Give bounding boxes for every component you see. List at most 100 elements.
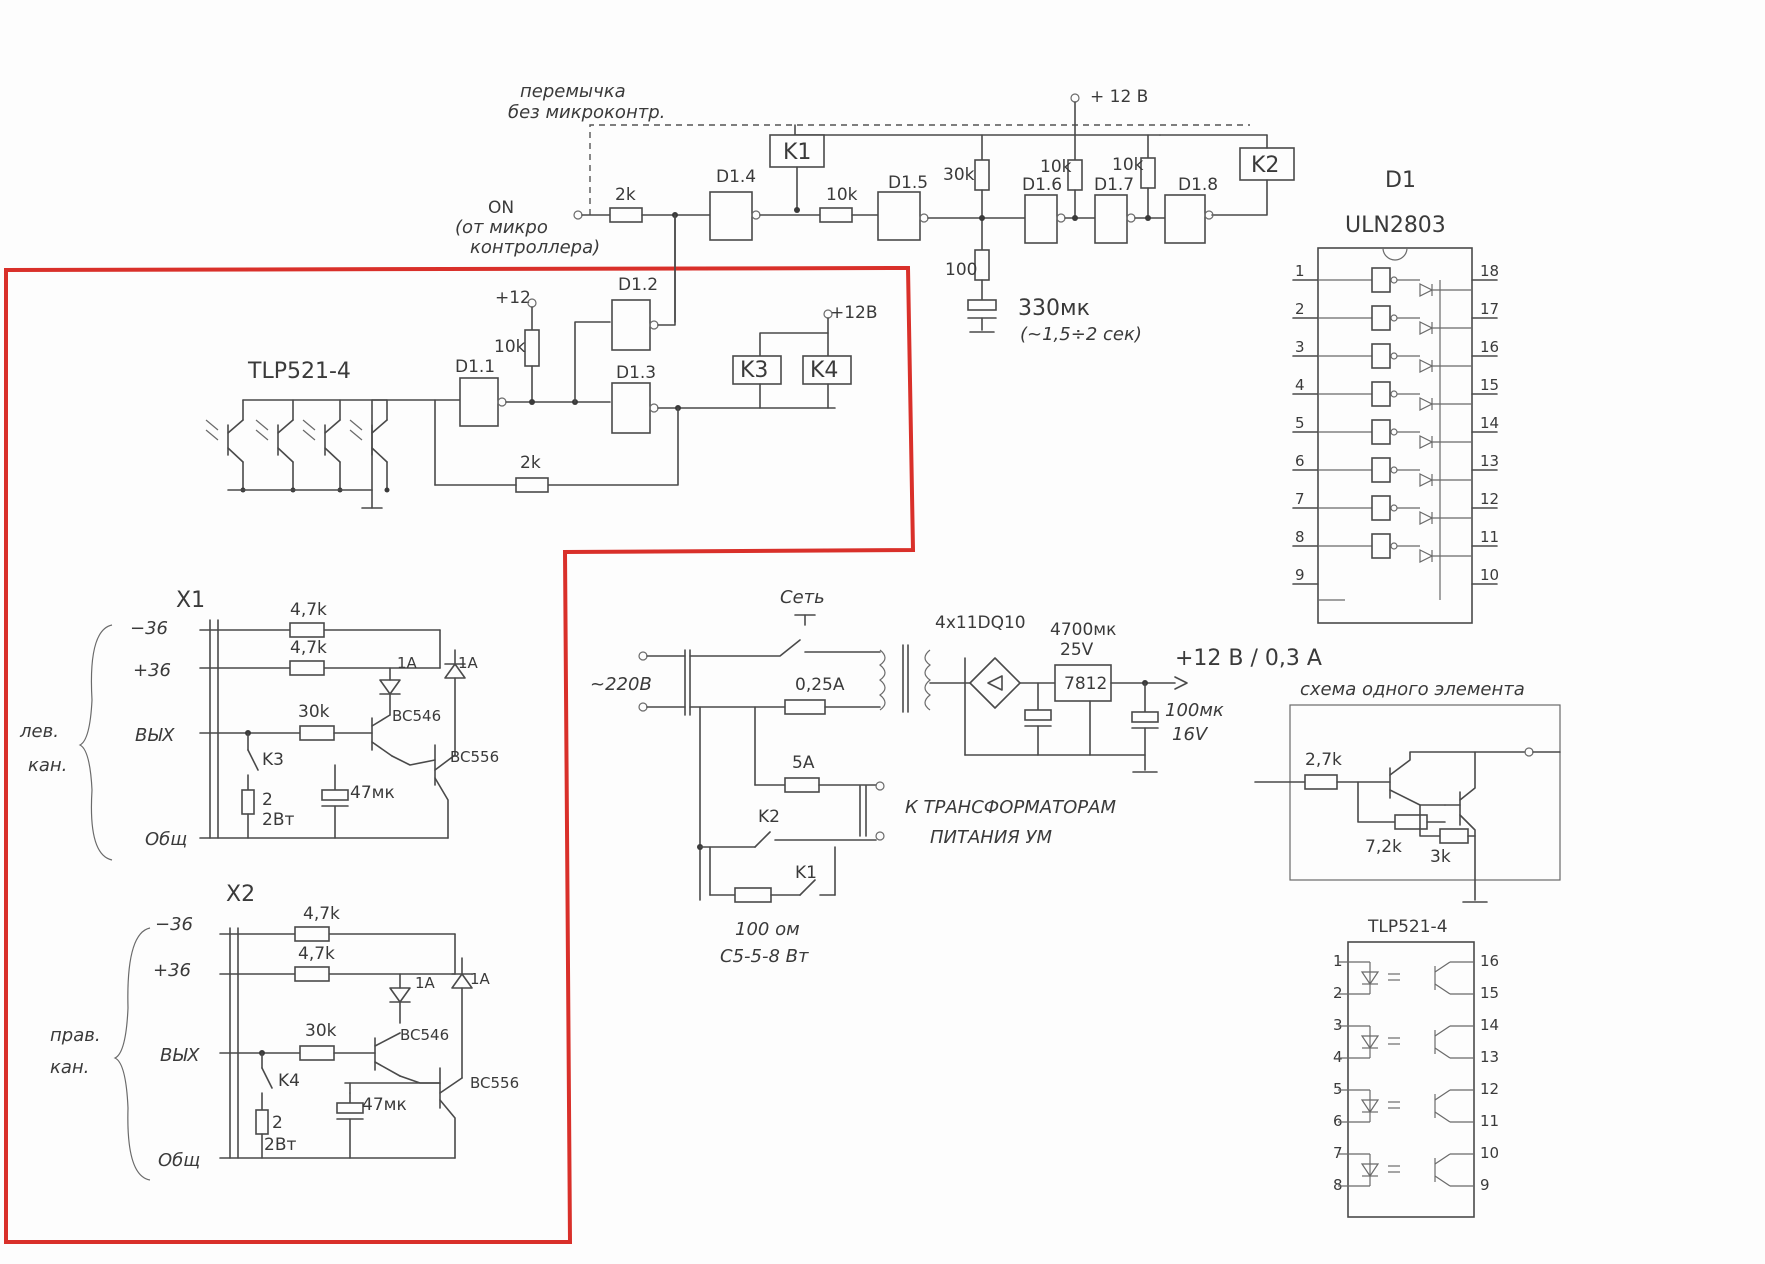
tlp-pin-right: 11 (1480, 1112, 1499, 1130)
tlp-junction (384, 487, 390, 493)
uln-pin-right: 16 (1480, 338, 1499, 356)
c4700-label: 4700мк (1050, 620, 1116, 640)
tlp-led (1360, 1035, 1380, 1050)
right-common: Общ (158, 1150, 200, 1171)
c4700-v: 25V (1060, 640, 1094, 660)
r100-type: С5-5-8 Вт (720, 946, 809, 967)
tlp-pinout-title: TLP521-4 (1367, 917, 1448, 937)
right-t1: BC546 (400, 1026, 449, 1044)
gate-d11: D1.1 (455, 357, 495, 377)
left-r2w: 2Вт (262, 810, 294, 830)
uln-pin-left: 6 (1295, 452, 1305, 470)
fuse-5: 5А (792, 753, 815, 773)
uln-pin-right: 10 (1480, 566, 1499, 584)
diodes-label: 4x11DQ10 (935, 613, 1026, 633)
red-r10k: 10k (494, 337, 526, 357)
uln-pin-left: 2 (1295, 300, 1305, 318)
uln-diode (1419, 435, 1434, 449)
uln-gate (1371, 305, 1391, 331)
v220-label: ~220В (590, 674, 652, 695)
left-side-2: кан. (28, 755, 67, 776)
top-r10k-b: 10k (1040, 157, 1072, 177)
power-k1: K1 (795, 863, 817, 883)
left-minus36: −36 (130, 618, 168, 639)
element-r27: 2,7k (1305, 750, 1342, 770)
to-trans-2: ПИТАНИЯ УМ (930, 827, 1053, 848)
uln-pin-right: 15 (1480, 376, 1499, 394)
element-schematic: схема одного элемента 2,7k 7,2k 3k (1254, 679, 1561, 903)
uln-diode (1419, 473, 1434, 487)
left-connector: X1 (176, 588, 205, 613)
uln-pin-left: 4 (1295, 376, 1305, 394)
top-plus12: + 12 В (1090, 87, 1148, 107)
uln-diode (1419, 549, 1434, 563)
gate-d18: D1.8 (1178, 175, 1218, 195)
right-r47a: 4,7k (303, 904, 340, 924)
top-delay: (~1,5÷2 сек) (1020, 324, 1142, 345)
uln-pin-left: 3 (1295, 338, 1305, 356)
gate-d17: D1.7 (1094, 175, 1134, 195)
input-logic-circuit: TLP521-4 +12 10k D1.1 D1.2 D1.3 2k (205, 214, 878, 509)
tlp-pin-right: 16 (1480, 952, 1499, 970)
top-c330: 330мк (1018, 296, 1090, 321)
right-connector: X2 (226, 882, 255, 907)
left-led1: 1А (397, 654, 418, 672)
delay-chain: перемычка без микроконтр. + 12 В K1 K2 O… (455, 81, 1295, 345)
uln-gate (1371, 533, 1391, 559)
red-r2k: 2k (520, 453, 541, 473)
right-r2: 2 (272, 1113, 283, 1133)
uln-pin-right: 14 (1480, 414, 1499, 432)
uln-pin-left: 8 (1295, 528, 1305, 546)
tlp-pin-right: 15 (1480, 984, 1499, 1002)
jumper-note-1: перемычка (520, 81, 626, 102)
left-common: Общ (145, 829, 187, 850)
right-r30: 30k (305, 1021, 337, 1041)
relay-k4: K4 (810, 358, 838, 383)
left-r30: 30k (298, 702, 330, 722)
top-r100: 100 (945, 260, 977, 280)
power-k2: K2 (758, 807, 780, 827)
uln-pin-left: 7 (1295, 490, 1305, 508)
right-led1: 1А (415, 974, 436, 992)
left-t2: BC556 (450, 748, 499, 766)
uln-gate (1371, 267, 1391, 293)
left-r2: 2 (262, 790, 273, 810)
tlp-pin-left: 6 (1333, 1112, 1343, 1130)
power-supply: Сеть ~220В 0,25А 5А K2 (590, 587, 1322, 967)
left-r47a: 4,7k (290, 600, 327, 620)
on-note-1: (от микро (455, 217, 548, 238)
element-title: схема одного элемента (1300, 679, 1525, 700)
red-plus12-a: +12 (495, 288, 531, 308)
left-plus36: +36 (133, 660, 171, 681)
tlp-label: TLP521-4 (247, 359, 351, 384)
uln-diode (1419, 359, 1434, 373)
uln-pin-left: 5 (1295, 414, 1305, 432)
tlp-pin-left: 8 (1333, 1176, 1343, 1194)
left-out: ВЫХ (135, 725, 175, 746)
to-trans-1: К ТРАНСФОРМАТОРАМ (905, 797, 1116, 818)
left-r47b: 4,7k (290, 638, 327, 658)
uln-diode (1419, 283, 1434, 297)
tlp-pin-right: 13 (1480, 1048, 1499, 1066)
tlp-led (1360, 971, 1380, 986)
red-plus12-b: +12В (830, 303, 878, 323)
r100-label: 100 ом (735, 919, 800, 940)
uln-diode (1419, 321, 1434, 335)
tlp-pin-right: 10 (1480, 1144, 1499, 1162)
element-r72: 7,2k (1365, 837, 1402, 857)
uln-pin-left: 9 (1295, 566, 1305, 584)
right-channel: X2 −36 +36 ВЫХ Общ прав. кан. 4,7k 4,7k … (50, 882, 519, 1181)
fuse-025: 0,25А (795, 675, 845, 695)
uln-pin-left: 1 (1295, 262, 1305, 280)
uln-pin-right: 13 (1480, 452, 1499, 470)
right-minus36: −36 (155, 914, 193, 935)
right-r2w: 2Вт (264, 1135, 296, 1155)
uln-gate (1371, 457, 1391, 483)
uln-gate (1371, 419, 1391, 445)
uln-gate (1371, 495, 1391, 521)
right-r47b: 4,7k (298, 944, 335, 964)
uln-pin-right: 12 (1480, 490, 1499, 508)
